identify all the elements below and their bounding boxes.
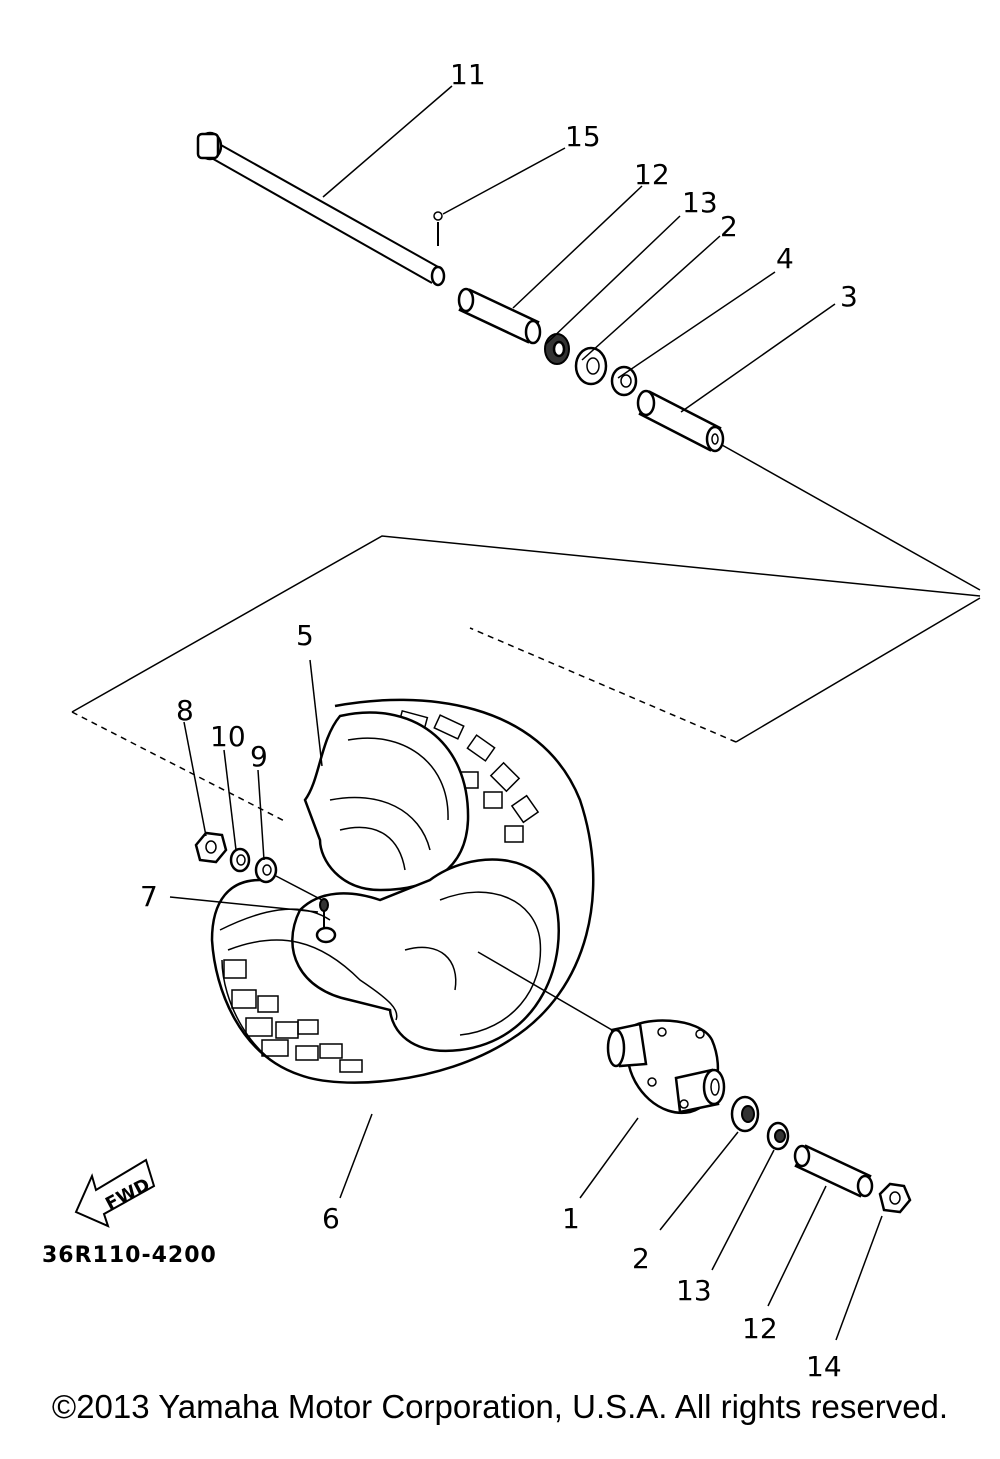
cotter-pin xyxy=(433,211,443,246)
oil-seal-top xyxy=(544,333,570,365)
callout-15: 15 xyxy=(565,120,601,153)
callout-8: 8 xyxy=(176,694,194,727)
spacer-top xyxy=(457,287,542,345)
callout-7: 7 xyxy=(140,880,158,913)
oil-seal-bottom xyxy=(766,1121,790,1151)
fwd-label: FWD xyxy=(102,1174,153,1215)
center-line-valve xyxy=(275,875,323,901)
callout-2-top: 2 xyxy=(720,210,738,243)
axle-shaft xyxy=(196,131,446,287)
callout-2-bottom: 2 xyxy=(632,1242,650,1275)
callout-10: 10 xyxy=(210,720,246,753)
rim-outer-half xyxy=(219,858,560,1053)
bearing-bottom xyxy=(730,1095,760,1133)
callout-3: 3 xyxy=(840,280,858,313)
callout-13-bottom: 13 xyxy=(676,1274,712,1307)
copyright-notice: ©2013 Yamaha Motor Corporation, U.S.A. A… xyxy=(51,1388,949,1425)
valve-stem xyxy=(315,898,337,944)
callout-9: 9 xyxy=(250,740,268,773)
callout-11: 11 xyxy=(450,58,486,91)
washer-10 xyxy=(229,847,251,873)
rim-inner-half xyxy=(303,711,470,892)
center-line-top xyxy=(721,444,981,591)
callout-4: 4 xyxy=(776,242,794,275)
center-line-hub xyxy=(477,951,613,1031)
callout-12-bottom: 12 xyxy=(742,1312,778,1345)
spacer-3 xyxy=(636,389,725,453)
fwd-arrow-icon: FWD xyxy=(74,1158,156,1228)
washer-9 xyxy=(254,856,278,884)
callout-14: 14 xyxy=(806,1350,842,1383)
callout-12-top: 12 xyxy=(634,158,670,191)
axle-nut-14 xyxy=(878,1182,912,1214)
spacer-bottom xyxy=(793,1144,874,1198)
callout-1: 1 xyxy=(562,1202,580,1235)
collar-4 xyxy=(610,365,638,397)
nut-8 xyxy=(194,831,228,864)
bearing-top xyxy=(574,346,608,386)
part-code: 36R110-4200 xyxy=(42,1243,217,1268)
hub xyxy=(606,1019,726,1115)
callout-6: 6 xyxy=(322,1202,340,1235)
leader-lines xyxy=(169,85,883,1341)
callout-5: 5 xyxy=(296,619,314,652)
callout-13-top: 13 xyxy=(682,186,718,219)
